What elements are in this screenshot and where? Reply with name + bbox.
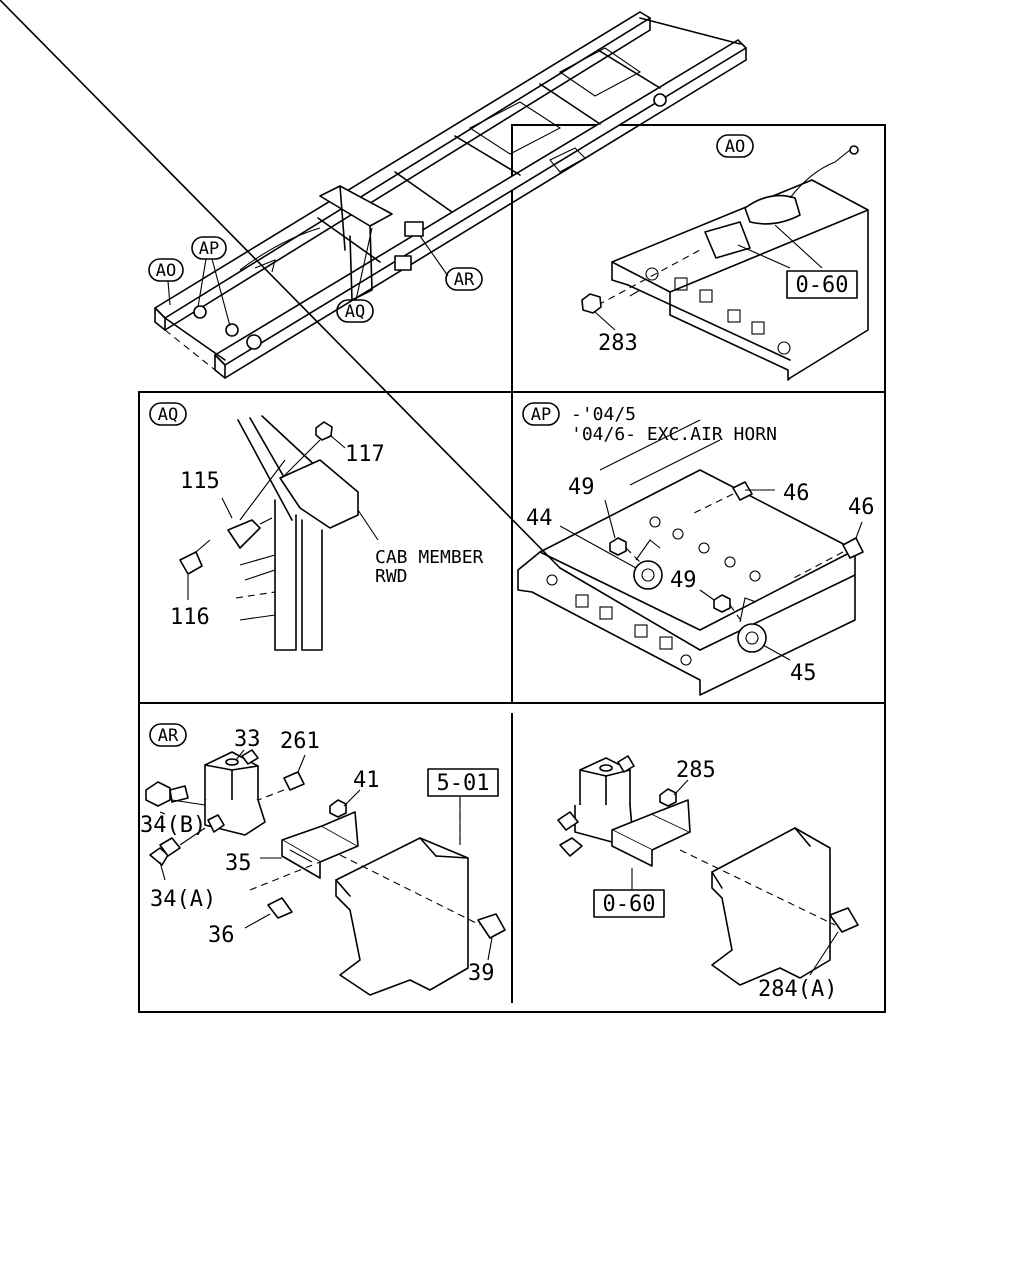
label-part-44: 44	[526, 506, 553, 531]
panel-ar-alt: 285 0-60 284(A)	[557, 755, 859, 1002]
callout-ap-main: AP	[191, 236, 231, 327]
label-part-34b: 34(B)	[140, 813, 206, 838]
callout-ao-main: AO	[148, 258, 184, 306]
chassis-frame-drawing	[154, 11, 747, 379]
panel-aq: AQ 117 115 116 CAB MEMBER RWD	[149, 402, 484, 651]
panel-ar: AR	[140, 723, 506, 996]
date-range-line2: '04/6- EXC.AIR HORN	[571, 424, 777, 445]
svg-text:AP: AP	[531, 405, 551, 425]
svg-text:5-01: 5-01	[437, 771, 490, 796]
label-part-45: 45	[790, 661, 817, 686]
label-part-36: 36	[208, 923, 235, 948]
svg-text:AR: AR	[158, 726, 179, 746]
label-part-35: 35	[225, 851, 252, 876]
callout-aq-main: AQ	[336, 227, 374, 323]
label-part-116: 116	[170, 605, 210, 630]
label-part-49b: 49	[670, 568, 697, 593]
svg-text:AR: AR	[454, 270, 475, 290]
label-part-46a: 46	[783, 481, 810, 506]
note-cab-member: CAB MEMBER	[375, 547, 484, 568]
ref-box-0-60-ao	[786, 270, 858, 299]
label-part-285: 285	[676, 758, 716, 783]
label-part-34a: 34(A)	[150, 887, 216, 912]
label-part-261: 261	[280, 729, 320, 754]
ref-box-5-01	[427, 768, 499, 797]
label-part-46b: 46	[848, 495, 875, 520]
svg-text:AQ: AQ	[345, 302, 365, 322]
label-part-41: 41	[353, 768, 380, 793]
svg-text:0-60: 0-60	[603, 892, 656, 917]
callout-ar-main: AR	[419, 235, 483, 291]
svg-text:AO: AO	[156, 261, 176, 281]
label-part-39: 39	[468, 961, 495, 986]
svg-text:AP: AP	[199, 239, 219, 259]
ref-box-0-60-ar	[593, 889, 665, 918]
svg-text:AO: AO	[725, 137, 745, 157]
label-part-33: 33	[234, 727, 261, 752]
panel-frames	[138, 124, 886, 1013]
svg-text:AQ: AQ	[158, 405, 178, 425]
date-range-line1: -'04/5	[571, 404, 636, 425]
label-part-49a: 49	[568, 475, 595, 500]
svg-text:0-60: 0-60	[796, 273, 849, 298]
label-part-283: 283	[598, 331, 638, 356]
panel-ao: AO 283 0-60	[581, 134, 869, 381]
note-rwd: RWD	[375, 566, 408, 587]
label-part-115: 115	[180, 469, 220, 494]
label-part-117: 117	[345, 442, 385, 467]
label-part-284a: 284(A)	[758, 977, 837, 1002]
panel-ap: AP -'04/5 '04/6- EXC.AIR HORN	[0, 0, 875, 696]
